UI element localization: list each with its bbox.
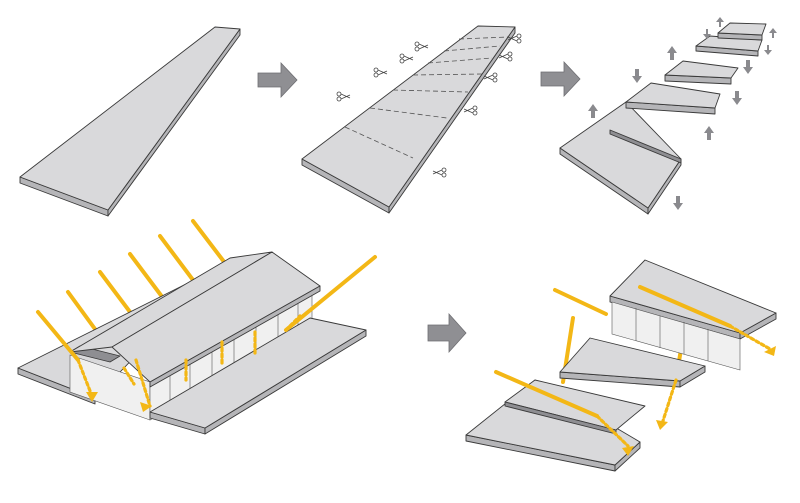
- sun-ray-icon: [66, 219, 230, 342]
- stepped-roof-sunlight: [465, 259, 777, 472]
- slab-segments-displaced: [559, 17, 777, 215]
- sun-ray-icon: [36, 255, 377, 412]
- down-arrow-icon: [632, 29, 772, 210]
- slab-marked-for-cutting: [301, 25, 522, 214]
- step-arrow-icon: [540, 60, 581, 98]
- step-arrow-icon: [427, 312, 467, 354]
- single-tapered-slab: [19, 26, 241, 217]
- sun-ray-icon: [494, 285, 776, 456]
- scissors-icon: [336, 33, 522, 178]
- step-arrow-icon: [257, 61, 298, 99]
- up-arrow-icon: [588, 17, 777, 140]
- continuous-roof-sunlight: [17, 219, 377, 435]
